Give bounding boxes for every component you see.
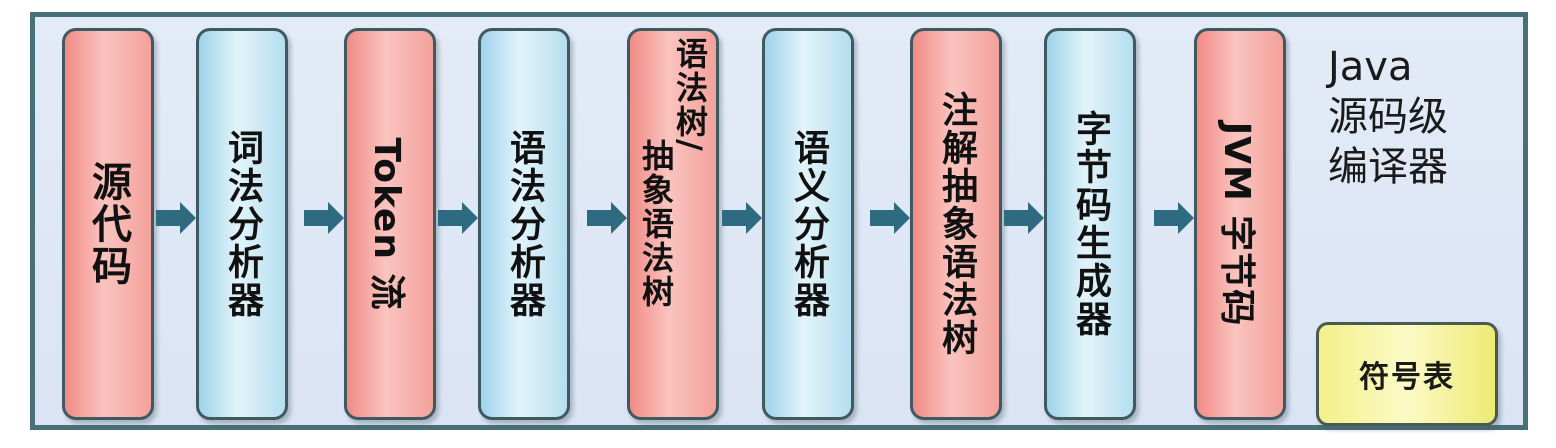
box-lexer-label: 词法分析器	[222, 129, 263, 319]
box-lexer: 词法分析器	[196, 28, 288, 420]
box-annotated-ast-label: 注解抽象语法树	[936, 91, 977, 357]
box-jvm-bytecode: JVM 字节码	[1194, 28, 1286, 420]
box-bytecode-generator-label: 字节码生成器	[1070, 110, 1111, 338]
box-source-code-label: 源代码	[85, 161, 131, 287]
title-line-java: Java	[1328, 44, 1413, 90]
box-syntax-tree-label-1: 抽象语法树	[637, 139, 675, 309]
arrow-right-icon	[870, 202, 910, 234]
title-line-compiler: 编译器	[1328, 144, 1448, 190]
arrow-right-icon	[1154, 202, 1194, 234]
box-bytecode-generator: 字节码生成器	[1044, 28, 1136, 420]
symbol-table-label: 符号表	[1359, 360, 1455, 395]
box-semantic-analyzer: 语义分析器	[762, 28, 854, 420]
box-annotated-ast: 注解抽象语法树	[910, 28, 1002, 420]
box-parser: 语法分析器	[478, 28, 570, 420]
arrow-right-icon	[1004, 202, 1044, 234]
box-source-code: 源代码	[62, 28, 154, 420]
arrow-right-icon	[587, 202, 627, 234]
arrow-right-icon	[722, 202, 762, 234]
box-parser-label: 语法分析器	[504, 129, 545, 319]
box-semantic-analyzer-label: 语义分析器	[788, 129, 829, 319]
box-token-stream-label: Token 流	[366, 137, 407, 311]
box-jvm-bytecode-label: JVM 字节码	[1216, 121, 1257, 327]
box-syntax-tree: 抽象语法树 语法树/	[627, 28, 719, 420]
arrow-right-icon	[156, 202, 196, 234]
compiler-title: Java 源码级 编译器	[1328, 42, 1468, 192]
box-syntax-tree-label-0: 语法树/	[671, 37, 709, 153]
box-token-stream: Token 流	[344, 28, 436, 420]
arrow-right-icon	[304, 202, 344, 234]
symbol-table-box: 符号表	[1316, 322, 1498, 426]
arrow-right-icon	[438, 202, 478, 234]
title-line-source-level: 源码级	[1328, 94, 1448, 140]
